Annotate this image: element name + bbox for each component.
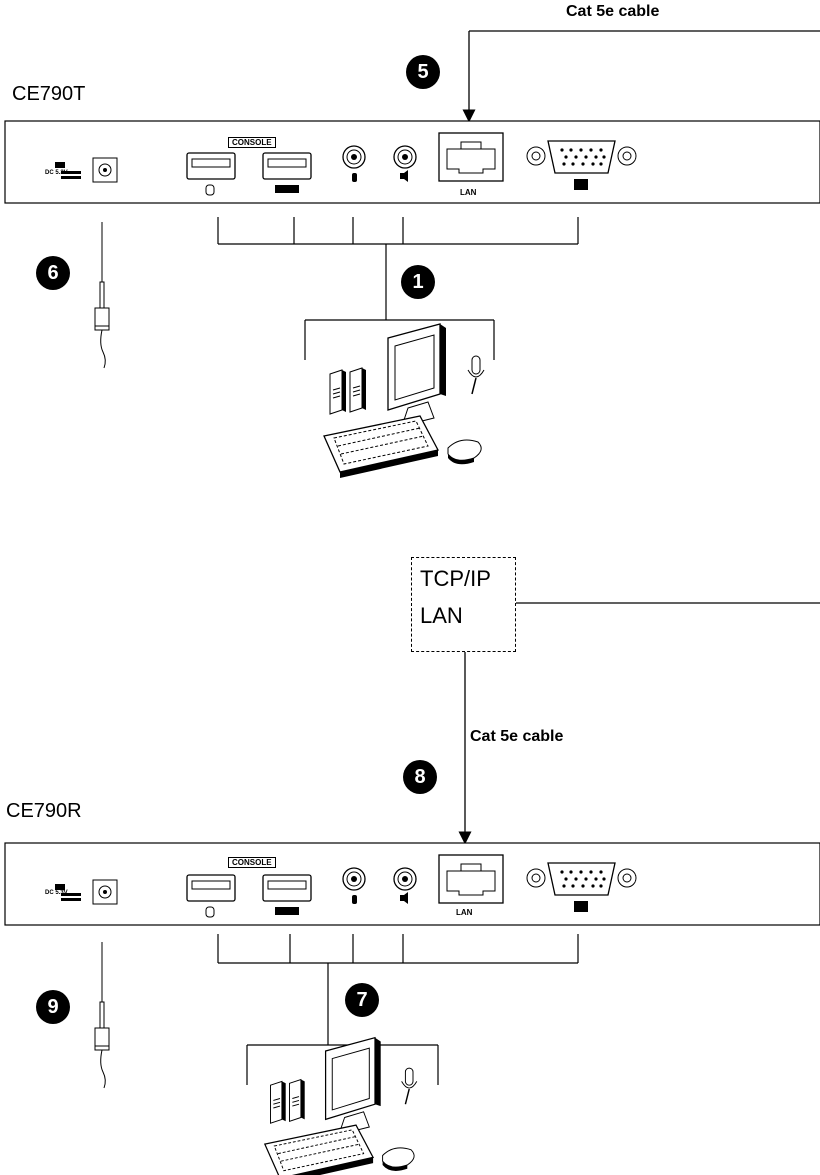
step-badge-console-remote: 7 <box>345 983 379 1017</box>
transmitter-power-cable <box>94 222 110 369</box>
network-label-line1: TCP/IP <box>420 566 491 591</box>
tcpip-lan-box: TCP/IP LAN <box>411 557 516 652</box>
receiver-lan-label: LAN <box>456 908 473 917</box>
transmitter-power-label: DC 5.3V <box>45 170 68 176</box>
step-badge-power-local: 6 <box>36 256 70 290</box>
transmitter-panel <box>4 120 820 204</box>
step-badge-lan-remote: 8 <box>403 760 437 794</box>
transmitter-console-label: CONSOLE <box>228 137 276 148</box>
local-workstation <box>323 323 485 479</box>
top-cable-label: Cat 5e cable <box>566 3 660 20</box>
transmitter-lan-label: LAN <box>460 188 477 197</box>
step-badge-console-local: 1 <box>401 265 435 299</box>
receiver-title: CE790R <box>6 800 82 822</box>
network-label-line2: LAN <box>420 603 463 628</box>
receiver-power-cable <box>94 942 110 1089</box>
receiver-console-bracket <box>217 934 579 1085</box>
mid-cable-label: Cat 5e cable <box>470 728 564 745</box>
transmitter-console-bracket <box>217 217 579 360</box>
transmitter-title: CE790T <box>12 83 86 105</box>
receiver-power-label: DC 5.3V <box>45 890 68 896</box>
receiver-panel <box>4 842 820 926</box>
remote-workstation <box>264 1036 418 1175</box>
step-badge-power-remote: 9 <box>36 990 70 1024</box>
transmitter-lan-cable <box>462 30 820 123</box>
receiver-console-label: CONSOLE <box>228 857 276 868</box>
step-badge-lan-local: 5 <box>406 55 440 89</box>
